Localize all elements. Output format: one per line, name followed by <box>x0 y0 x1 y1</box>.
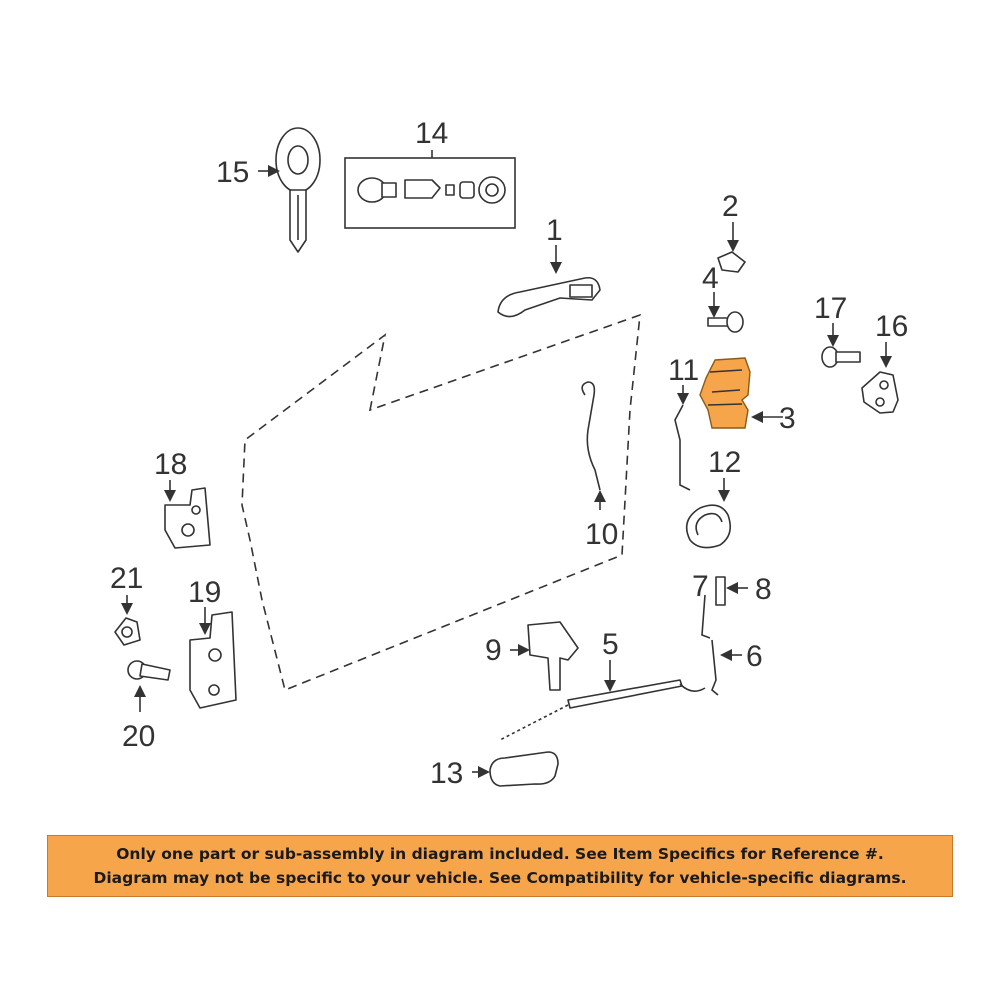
part-1-outside-handle <box>497 276 601 318</box>
callout-9: 9 <box>485 634 502 667</box>
part-19-lower-hinge <box>189 611 237 709</box>
part-4-bolt <box>707 311 744 333</box>
callout-20: 20 <box>122 720 155 753</box>
parts-diagram: 15 14 1 2 4 3 1 <box>110 117 908 790</box>
disclaimer-banner: Only one part or sub-assembly in diagram… <box>47 835 953 897</box>
part-6-rod <box>711 639 719 696</box>
callout-5: 5 <box>602 628 619 661</box>
disclaimer-line-2: Diagram may not be specific to your vehi… <box>93 869 907 887</box>
part-5-cable <box>499 679 706 741</box>
callout-4: 4 <box>702 262 719 295</box>
callout-19: 19 <box>188 576 221 609</box>
part-10-cable <box>581 381 601 491</box>
part-2-clip <box>717 251 746 273</box>
callout-18: 18 <box>154 448 187 481</box>
part-20-pin <box>127 660 171 681</box>
callout-10: 10 <box>585 518 618 551</box>
callout-15: 15 <box>216 156 249 189</box>
part-11-rod <box>674 404 691 491</box>
callout-6: 6 <box>746 640 763 673</box>
part-13-handle <box>489 751 559 787</box>
disclaimer-line-1: Only one part or sub-assembly in diagram… <box>116 845 884 863</box>
part-7-rod <box>701 594 711 639</box>
part-8-clip <box>715 576 726 606</box>
door-outline <box>241 313 641 692</box>
part-17-bolt <box>821 346 861 368</box>
callout-2: 2 <box>722 190 739 223</box>
callout-8: 8 <box>755 573 772 606</box>
callout-17: 17 <box>814 292 847 325</box>
part-18-upper-hinge <box>164 487 211 549</box>
callout-11: 11 <box>668 354 699 387</box>
part-16-striker <box>861 371 899 414</box>
part-3-latch-highlighted <box>699 357 751 429</box>
callout-13: 13 <box>430 757 463 790</box>
callout-12: 12 <box>708 446 741 479</box>
latch-body <box>699 357 751 429</box>
part-12-seal <box>685 504 731 549</box>
part-21-nut <box>114 617 141 646</box>
callout-14: 14 <box>415 117 448 150</box>
callout-21: 21 <box>110 562 143 595</box>
callout-3: 3 <box>779 402 796 435</box>
callout-7: 7 <box>692 570 709 603</box>
callout-1: 1 <box>546 214 563 247</box>
part-14-lock-cylinder-set <box>344 157 516 229</box>
callout-16: 16 <box>875 310 908 343</box>
part-15-key <box>275 127 321 253</box>
part-9-inside-handle <box>527 621 579 691</box>
